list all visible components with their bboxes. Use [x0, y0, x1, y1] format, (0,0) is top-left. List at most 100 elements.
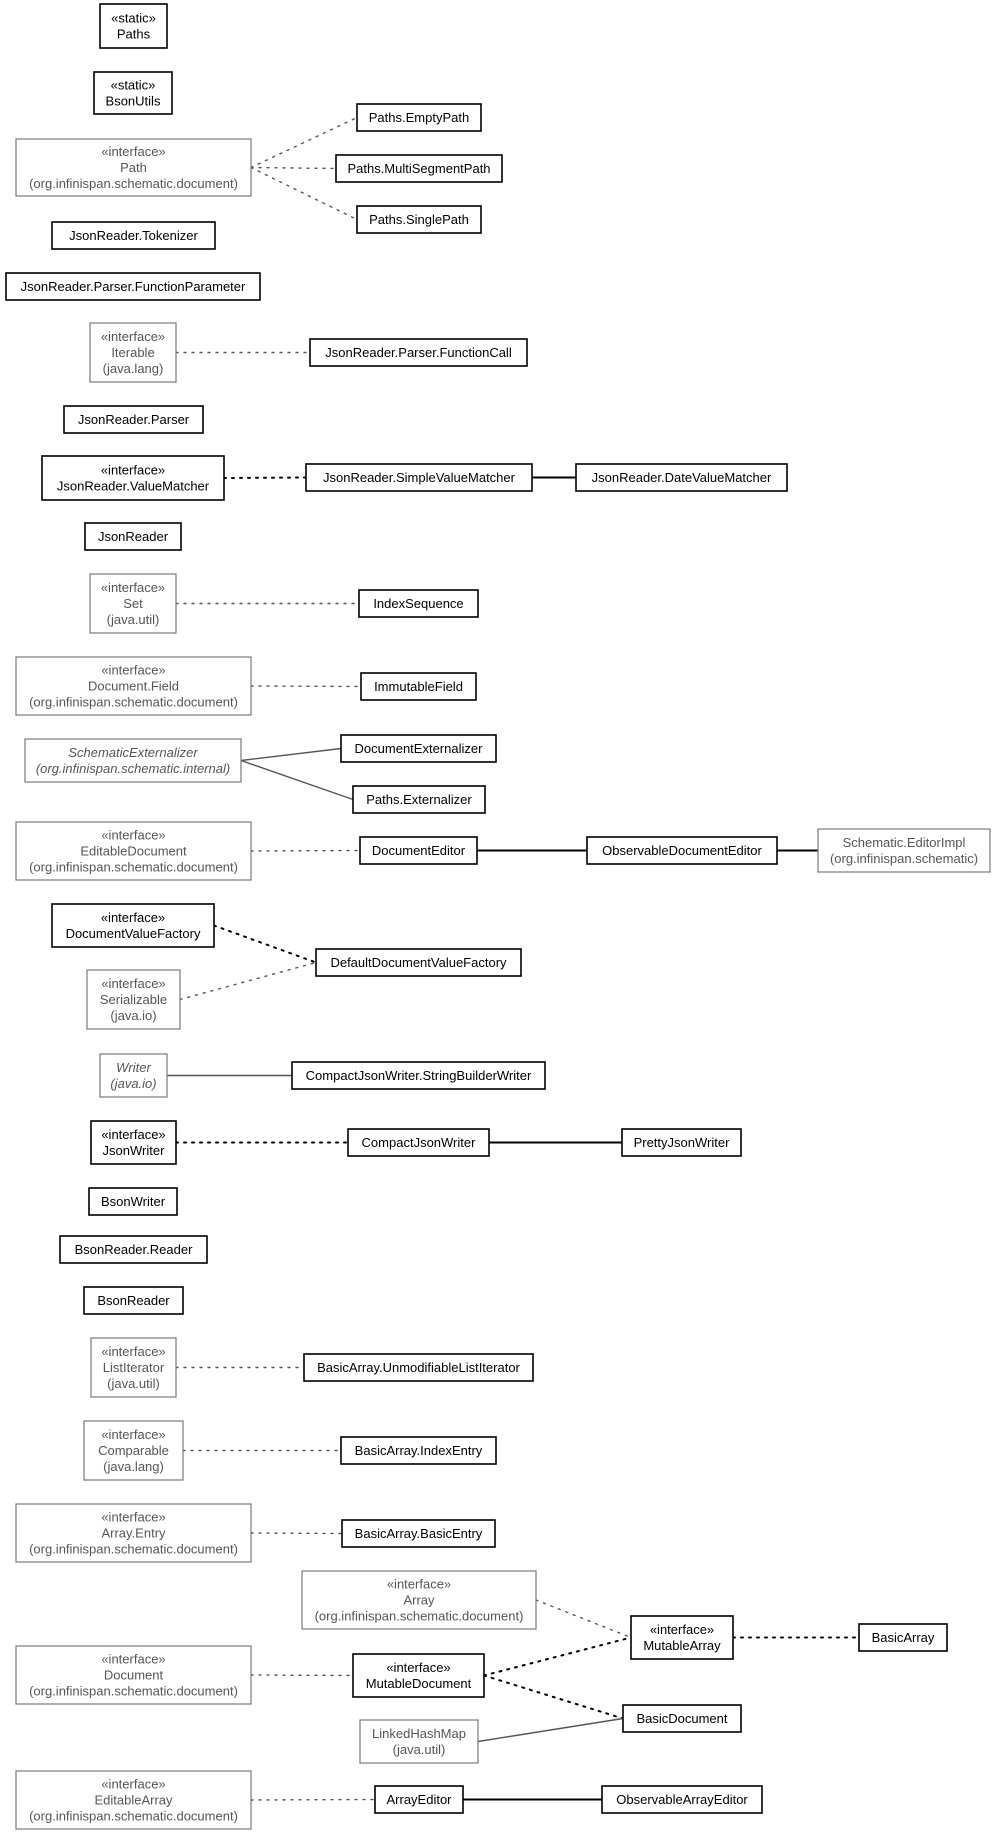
edge-arrayentry-basicentry: [250, 1532, 343, 1535]
class-name: JsonReader.Parser.FunctionCall: [325, 345, 512, 360]
edge-mutabledoc-basicdocument: [483, 1674, 624, 1720]
class-box: [356, 103, 482, 132]
class-box: [575, 463, 788, 492]
class-box: [89, 322, 177, 383]
class-name: BasicArray: [872, 1630, 935, 1645]
class-box: [88, 1187, 178, 1216]
class-node-array: «interface»Array(org.infinispan.schemati…: [301, 1570, 537, 1630]
class-box: [374, 1785, 464, 1814]
package-label: (org.infinispan.schematic.document): [29, 176, 238, 191]
class-name: BsonReader: [97, 1293, 170, 1308]
package-label: (java.lang): [103, 361, 164, 376]
class-box: [347, 1128, 490, 1157]
class-box: [858, 1623, 948, 1652]
class-node-pathsext: Paths.Externalizer: [352, 785, 486, 814]
class-name: Writer: [116, 1060, 151, 1075]
class-box: [15, 1503, 252, 1563]
class-node-indexentry: BasicArray.IndexEntry: [340, 1436, 497, 1465]
class-node-simplevaluematcher: JsonReader.SimpleValueMatcher: [305, 463, 533, 492]
package-label: (org.infinispan.schematic.internal): [36, 761, 230, 776]
class-name: Paths.SinglePath: [369, 212, 469, 227]
stereotype-label: «interface»: [101, 1777, 165, 1792]
class-name: Serializable: [100, 992, 167, 1007]
class-name: Document.Field: [88, 679, 179, 694]
class-name: CompactJsonWriter: [362, 1135, 477, 1150]
class-box: [352, 1653, 485, 1698]
class-name: BsonUtils: [106, 94, 161, 109]
class-node-docfield: «interface»Document.Field(org.infinispan…: [15, 656, 252, 716]
package-label: (org.infinispan.schematic): [830, 851, 978, 866]
class-box: [15, 1770, 252, 1830]
stereotype-label: «interface»: [650, 1622, 714, 1637]
class-node-writer: Writer(java.io): [99, 1053, 168, 1098]
class-box: [83, 1286, 184, 1315]
class-name: ImmutableField: [374, 679, 463, 694]
class-box: [51, 903, 215, 948]
class-box: [586, 836, 778, 865]
class-box: [315, 948, 522, 977]
edge-docfield-immutablefield: [250, 685, 362, 688]
stereotype-label: «interface»: [101, 1344, 165, 1359]
stereotype-label: «interface»: [101, 828, 165, 843]
class-name: Paths: [117, 27, 151, 42]
edge-mutabledoc-mutablearray: [483, 1636, 632, 1677]
class-node-docvaluefactory: «interface»DocumentValueFactory: [51, 903, 215, 948]
edge-editabledoc-doceditor: [250, 849, 361, 852]
class-box: [15, 821, 252, 881]
edge-array-mutablearray: [535, 1599, 632, 1639]
class-box: [352, 785, 486, 814]
class-name: JsonReader.Parser.FunctionParameter: [21, 279, 246, 294]
package-label: (java.io): [110, 1076, 156, 1091]
edge-path-emptypath: [250, 116, 358, 169]
class-node-prettyjsonwriter: PrettyJsonWriter: [621, 1128, 742, 1157]
class-node-basicarray: BasicArray: [858, 1623, 948, 1652]
package-label: (org.infinispan.schematic.document): [29, 860, 238, 875]
class-box: [93, 71, 173, 115]
class-name: JsonReader.DateValueMatcher: [592, 470, 772, 485]
class-node-basicdocument: BasicDocument: [622, 1704, 742, 1733]
class-box: [15, 138, 252, 197]
class-box: [59, 1235, 208, 1264]
class-name: EditableDocument: [80, 844, 187, 859]
class-node-schemext: SchematicExternalizer(org.infinispan.sch…: [24, 738, 242, 783]
class-node-docext: DocumentExternalizer: [340, 734, 497, 763]
class-name: BasicArray.UnmodifiableListIterator: [317, 1360, 520, 1375]
edge-path-multisegpath: [250, 166, 337, 170]
class-node-paths: «static»Paths: [99, 3, 168, 49]
class-name: BasicArray.BasicEntry: [355, 1526, 483, 1541]
class-box: [630, 1615, 734, 1660]
class-box: [335, 154, 503, 183]
class-name: BasicArray.IndexEntry: [355, 1443, 483, 1458]
class-box: [359, 1719, 479, 1764]
class-name: ListIterator: [103, 1360, 165, 1375]
class-node-path: «interface»Path(org.infinispan.schematic…: [15, 138, 252, 197]
class-box: [15, 656, 252, 716]
class-box: [305, 463, 533, 492]
class-box: [340, 734, 497, 763]
class-name: Document: [104, 1668, 164, 1683]
class-name: Paths.Externalizer: [366, 792, 472, 807]
class-box: [86, 969, 181, 1030]
class-node-singlepath: Paths.SinglePath: [356, 205, 482, 234]
class-box: [356, 205, 482, 234]
class-name: DocumentExternalizer: [355, 741, 484, 756]
stereotype-label: «static»: [111, 78, 156, 93]
class-name: EditableArray: [94, 1793, 173, 1808]
package-label: (org.infinispan.schematic.document): [29, 695, 238, 710]
class-name: Array: [403, 1593, 435, 1608]
class-box: [83, 1420, 184, 1481]
package-label: (java.util): [393, 1742, 446, 1757]
stereotype-label: «interface»: [101, 463, 165, 478]
class-name: Schematic.EditorImpl: [843, 835, 966, 850]
class-node-jsonreader: JsonReader: [84, 522, 182, 551]
package-label: (org.infinispan.schematic.document): [29, 1684, 238, 1699]
class-name: Paths.EmptyPath: [369, 110, 469, 125]
class-box: [359, 836, 478, 865]
class-node-linkedhashmap: LinkedHashMap(java.util): [359, 1719, 479, 1764]
package-label: (org.infinispan.schematic.document): [29, 1809, 238, 1824]
class-node-document: «interface»Document(org.infinispan.schem…: [15, 1645, 252, 1705]
class-node-set: «interface»Set(java.util): [89, 573, 177, 634]
stereotype-label: «interface»: [101, 910, 165, 925]
stereotype-label: «static»: [111, 11, 156, 26]
class-box: [601, 1785, 763, 1814]
